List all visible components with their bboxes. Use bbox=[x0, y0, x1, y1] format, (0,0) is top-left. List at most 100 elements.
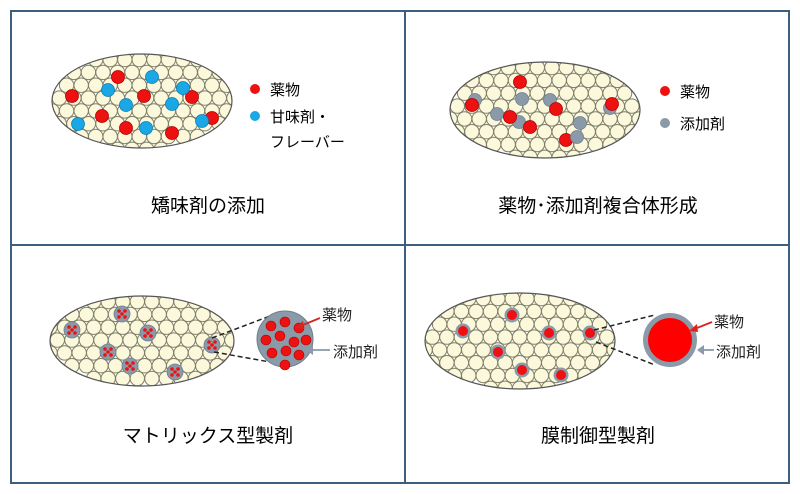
sweetener-particle bbox=[195, 114, 209, 128]
tablet-cross-section-2 bbox=[449, 61, 641, 159]
excipient-granule bbox=[100, 296, 116, 310]
callout-additive-arrow bbox=[697, 345, 714, 355]
excipient-granule bbox=[471, 111, 487, 127]
drug-dot bbox=[170, 373, 174, 377]
excipient-granule bbox=[52, 90, 67, 106]
excipient-granule bbox=[541, 303, 557, 320]
drug-dot bbox=[143, 328, 147, 332]
excipient-granule bbox=[453, 355, 470, 371]
drug-dot bbox=[70, 328, 74, 332]
excipient-granule bbox=[124, 141, 140, 148]
drug-dot bbox=[117, 315, 121, 319]
callout-label-drug: 薬物 bbox=[322, 306, 352, 324]
panel-caption-2: 薬物･添加剤複合体形成 bbox=[498, 195, 698, 217]
excipient-granule bbox=[599, 355, 615, 371]
excipient-granule bbox=[78, 358, 95, 374]
excipient-granule bbox=[173, 345, 189, 361]
excipient-granule bbox=[182, 116, 198, 132]
excipient-granule bbox=[468, 303, 484, 320]
excipient-granule bbox=[158, 319, 175, 335]
callout-label-additive: 添加剤 bbox=[333, 343, 378, 361]
excipient-granule bbox=[493, 124, 509, 140]
excipient-granule bbox=[490, 316, 506, 332]
excipient-granule bbox=[73, 103, 89, 119]
excipient-granule bbox=[541, 380, 557, 389]
drug-dot bbox=[173, 370, 177, 374]
excipient-granule bbox=[138, 141, 155, 148]
excipient-granule bbox=[558, 85, 575, 101]
excipient-granule bbox=[58, 103, 75, 119]
legend-dot-drug bbox=[660, 86, 670, 96]
excipient-granule bbox=[486, 136, 502, 153]
drug-dot bbox=[279, 359, 291, 371]
panel-complex-formation: 薬物 添加剤 薬物･添加剤複合体形成 bbox=[449, 61, 725, 217]
excipient-granule bbox=[160, 77, 177, 93]
excipient-granule bbox=[122, 332, 138, 348]
excipient-granule bbox=[566, 72, 582, 89]
drug-dot bbox=[266, 347, 278, 359]
excipient-granule bbox=[504, 342, 520, 358]
excipient-granule bbox=[478, 72, 495, 89]
excipient-granule bbox=[86, 370, 102, 386]
excipient-granule bbox=[584, 303, 600, 320]
excipient-granule bbox=[187, 319, 204, 335]
excipient-granule bbox=[595, 72, 611, 89]
coated-particle-core bbox=[458, 326, 468, 336]
sweetener-particle bbox=[165, 97, 179, 111]
drug-dot bbox=[288, 336, 300, 348]
excipient-granule bbox=[456, 111, 473, 127]
excipient-granule bbox=[541, 355, 557, 371]
drug-dot bbox=[170, 367, 174, 371]
excipient-granule bbox=[80, 90, 97, 106]
excipient-granule bbox=[490, 367, 506, 384]
drug-dot bbox=[207, 340, 211, 344]
drug-dot bbox=[260, 334, 272, 346]
excipient-granule bbox=[425, 355, 440, 371]
tablet-cross-section-3 bbox=[49, 295, 235, 387]
excipient-granule bbox=[88, 77, 104, 93]
sweetener-particle bbox=[176, 81, 190, 95]
excipient-granule bbox=[102, 54, 118, 68]
excipient-granule bbox=[136, 358, 153, 374]
excipient-granule bbox=[519, 316, 535, 332]
drug-dot bbox=[123, 309, 127, 313]
excipient-granule bbox=[56, 345, 73, 361]
excipient-granule bbox=[93, 306, 109, 323]
excipient-granule bbox=[189, 128, 206, 145]
callout-label-drug: 薬物 bbox=[714, 313, 744, 331]
drug-particle bbox=[523, 120, 537, 134]
excipient-granule bbox=[478, 124, 495, 140]
excipient-granule bbox=[475, 342, 491, 358]
excipient-granule bbox=[497, 329, 513, 345]
drug-dot bbox=[300, 334, 312, 346]
excipient-granule bbox=[562, 342, 579, 358]
excipient-granule bbox=[189, 54, 206, 68]
excipient-granule bbox=[151, 358, 167, 374]
drug-dot bbox=[265, 320, 277, 332]
excipient-granule bbox=[168, 64, 184, 81]
excipient-granule bbox=[551, 72, 567, 89]
excipient-granule bbox=[500, 62, 516, 76]
excipient-granule bbox=[587, 85, 604, 101]
excipient-granule bbox=[73, 77, 89, 93]
drug-dot bbox=[125, 367, 129, 371]
drug-dot bbox=[176, 367, 180, 371]
panel-taste-masking: 薬物 甘味剤・ フレーバー 矯味剤の添加 bbox=[51, 53, 345, 217]
excipient-granule bbox=[195, 358, 211, 374]
excipient-granule bbox=[555, 355, 571, 371]
excipient-granule bbox=[93, 358, 109, 374]
excipient-granule bbox=[50, 332, 65, 348]
excipient-granule bbox=[153, 116, 169, 132]
drug-dot bbox=[73, 325, 77, 329]
excipient-granule bbox=[587, 111, 604, 127]
panel-membrane-controlled: 薬物 添加剤 膜制御型製剤 bbox=[424, 292, 761, 447]
excipient-granule bbox=[570, 303, 586, 320]
sweetener-particle bbox=[101, 83, 115, 97]
drug-dot bbox=[128, 364, 132, 368]
excipient-granule bbox=[95, 64, 111, 81]
excipient-granule bbox=[529, 136, 545, 153]
excipient-granule bbox=[187, 345, 204, 361]
excipient-granule bbox=[461, 367, 477, 384]
drug-dot bbox=[125, 361, 129, 365]
drug-dot bbox=[117, 309, 121, 313]
